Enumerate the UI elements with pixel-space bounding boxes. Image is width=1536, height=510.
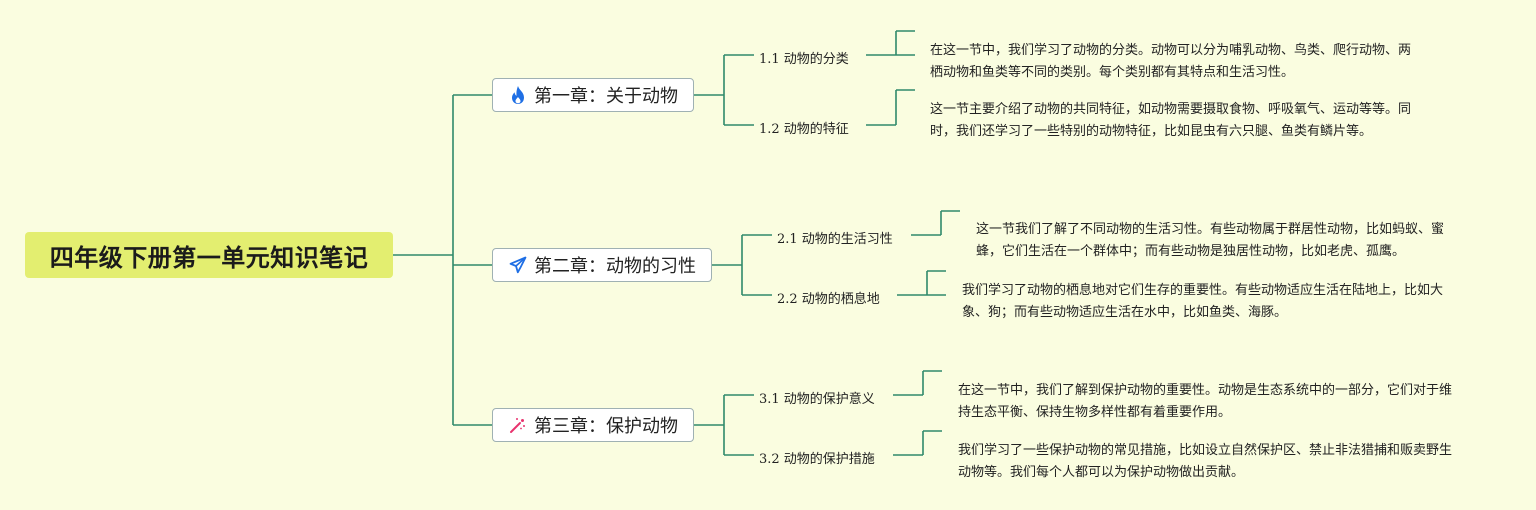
note-3-1: 在这一节中，我们了解到保护动物的重要性。动物是生态系统中的一部分，它们对于维持生…	[958, 383, 1453, 420]
chapter-3-label: 第三章：保护动物	[534, 416, 678, 437]
note-2-1: 这一节我们了解了不同动物的生活习性。有些动物属于群居性动物，比如蚂蚁、蜜蜂，它们…	[976, 222, 1445, 259]
section-1-2[interactable]: 1.2 动物的特征	[759, 122, 849, 137]
chapter-2-label: 第二章：动物的习性	[534, 256, 696, 277]
section-1-1[interactable]: 1.1 动物的分类	[759, 52, 849, 67]
section-3-2[interactable]: 3.2 动物的保护措施	[759, 452, 875, 467]
section-2-2[interactable]: 2.2 动物的栖息地	[777, 292, 880, 307]
note-3-2: 我们学习了一些保护动物的常见措施，比如设立自然保护区、禁止非法猎捕和贩卖野生动物…	[958, 443, 1453, 480]
flame-icon	[508, 85, 528, 105]
section-2-1[interactable]: 2.1 动物的生活习性	[777, 232, 893, 247]
connector-line-2	[694, 54, 754, 126]
root-topic[interactable]: 四年级下册第一单元知识笔记	[25, 232, 393, 278]
connector-line-4	[694, 394, 754, 456]
connector-line-5	[866, 30, 915, 56]
section-3-1[interactable]: 3.1 动物的保护意义	[759, 392, 875, 407]
connector-line-9	[893, 370, 942, 396]
chapter-2-node[interactable]: 第二章：动物的习性	[492, 248, 712, 282]
connector-line-6	[866, 89, 915, 126]
chapter-1-node[interactable]: 第一章：关于动物	[492, 78, 694, 112]
note-1-1: 在这一节中，我们学习了动物的分类。动物可以分为哺乳动物、鸟类、爬行动物、两栖动物…	[930, 43, 1412, 80]
magic-wand-icon	[508, 415, 528, 435]
connector-line-8	[897, 270, 946, 296]
note-1-2: 这一节主要介绍了动物的共同特征，如动物需要摄取食物、呼吸氧气、运动等等。同时，我…	[930, 102, 1412, 139]
connector-line-7	[911, 210, 960, 236]
chapter-1-label: 第一章：关于动物	[534, 86, 678, 107]
note-2-2: 我们学习了动物的栖息地对它们生存的重要性。有些动物适应生活在陆地上，比如大象、狗…	[962, 283, 1444, 320]
paper-plane-icon	[508, 255, 528, 275]
connector-line-1	[393, 94, 492, 426]
connector-line-10	[893, 430, 942, 456]
chapter-3-node[interactable]: 第三章：保护动物	[492, 408, 694, 442]
connector-line-3	[712, 234, 772, 296]
